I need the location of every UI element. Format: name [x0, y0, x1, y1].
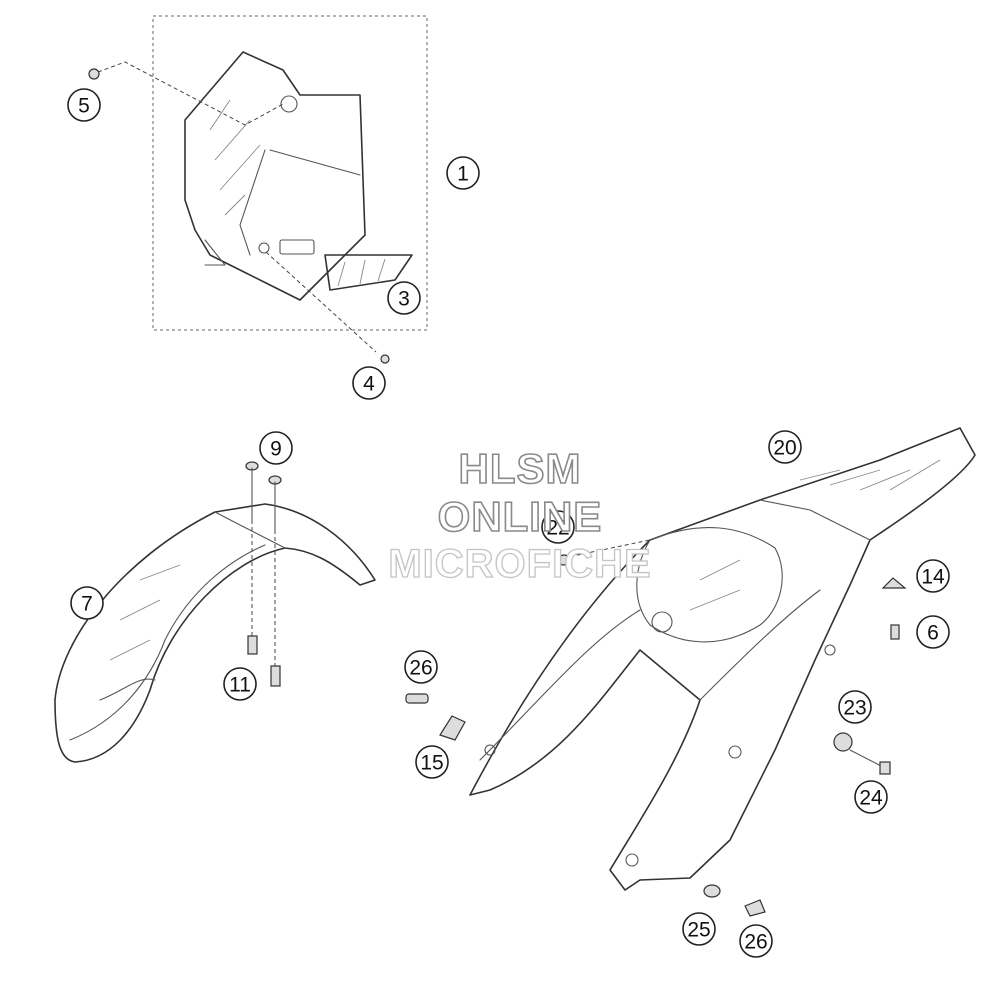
rear-fender [469, 427, 976, 891]
watermark-line-1: HLSM [458, 445, 582, 492]
screw-4 [380, 354, 390, 364]
svg-text:6: 6 [927, 622, 939, 645]
svg-text:5: 5 [78, 95, 90, 118]
leader-5 [97, 61, 284, 126]
svg-text:23: 23 [843, 697, 866, 720]
svg-text:15: 15 [420, 752, 443, 775]
callout-7: 7 [70, 586, 104, 620]
svg-text:9: 9 [270, 438, 282, 461]
watermark-line-2: ONLINE [437, 493, 603, 540]
fender-hardware [245, 461, 282, 687]
callout-4: 4 [352, 366, 386, 400]
svg-text:20: 20 [773, 437, 796, 460]
headlight-decal [324, 254, 413, 291]
svg-text:25: 25 [687, 919, 710, 942]
callout-11: 11 [223, 667, 257, 701]
watermark-line-3: MICROFICHE [388, 542, 652, 586]
callout-14: 14 [916, 559, 950, 593]
callout-25: 25 [682, 912, 716, 946]
assembly-group-box [152, 15, 428, 331]
svg-text:14: 14 [921, 566, 945, 589]
callout-24: 24 [854, 780, 888, 814]
leader-4 [265, 251, 377, 353]
svg-text:1: 1 [457, 163, 469, 186]
nut-5 [88, 68, 100, 80]
callout-26-upper: 26 [404, 650, 438, 684]
callout-1: 1 [446, 156, 480, 190]
callout-5: 5 [67, 88, 101, 122]
svg-text:26: 26 [409, 657, 432, 680]
callout-23: 23 [838, 690, 872, 724]
callout-9: 9 [259, 431, 293, 465]
svg-text:7: 7 [81, 593, 93, 616]
callout-26-lower: 26 [739, 924, 773, 958]
svg-text:11: 11 [229, 674, 251, 697]
svg-text:26: 26 [744, 931, 767, 954]
callout-6: 6 [916, 615, 950, 649]
callout-15: 15 [415, 745, 449, 779]
callout-22: 22 [541, 510, 575, 544]
svg-text:22: 22 [546, 517, 569, 540]
callout-3: 3 [387, 281, 421, 315]
svg-text:3: 3 [398, 288, 410, 311]
svg-text:24: 24 [859, 787, 883, 810]
svg-text:4: 4 [363, 373, 375, 396]
headlight-mask [184, 51, 366, 301]
rear-hardware [405, 554, 907, 917]
front-fender [54, 503, 376, 763]
leader-22 [562, 539, 651, 559]
callout-20: 20 [768, 430, 802, 464]
